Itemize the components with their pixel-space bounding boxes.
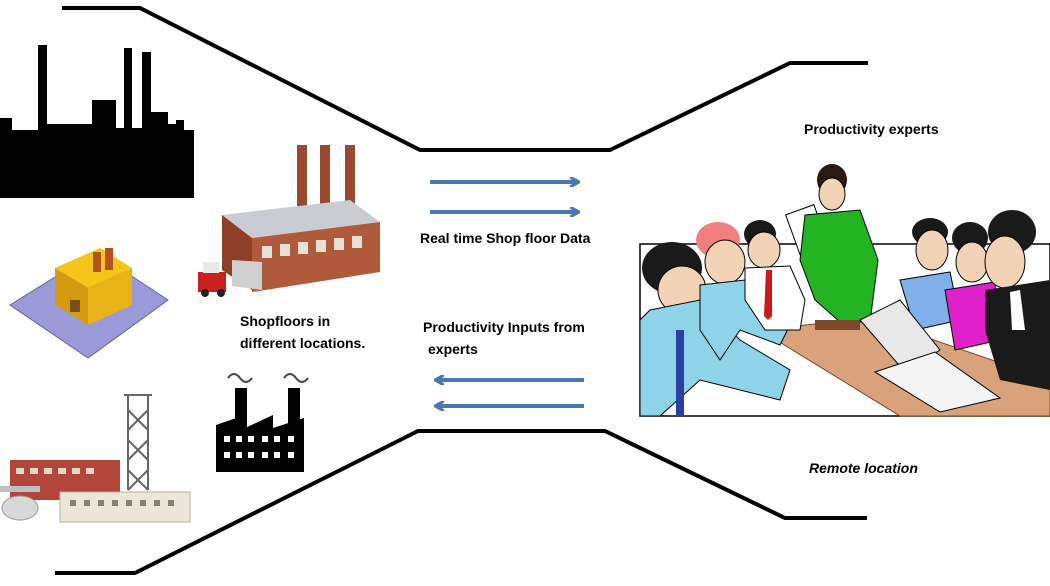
top-left-funnel-line xyxy=(62,6,868,152)
industrial-plant-silhouette-icon xyxy=(0,45,194,198)
refinery-icon xyxy=(0,394,191,523)
smoking-factory-icon xyxy=(216,373,309,472)
remote-location-label: Remote location xyxy=(809,460,918,476)
shopfloors-label-line2: different locations. xyxy=(240,335,366,351)
realtime-data-label: Real time Shop floor Data xyxy=(420,230,591,246)
productivity-experts-label: Productivity experts xyxy=(804,121,939,137)
funnel-frame xyxy=(55,6,868,575)
inputs-arrows xyxy=(436,380,584,406)
yellow-factory-icon xyxy=(9,248,169,359)
realtime-data-arrows xyxy=(430,182,578,212)
productivity-inputs-label-line2: experts xyxy=(428,341,478,357)
productivity-inputs-label-line1: Productivity Inputs from xyxy=(423,319,585,335)
shopfloors-label-line1: Shopfloors in xyxy=(240,313,331,329)
meeting-room-illustration xyxy=(639,164,1050,417)
bottom-left-funnel-line xyxy=(55,429,867,575)
brick-factory-icon xyxy=(198,145,380,297)
